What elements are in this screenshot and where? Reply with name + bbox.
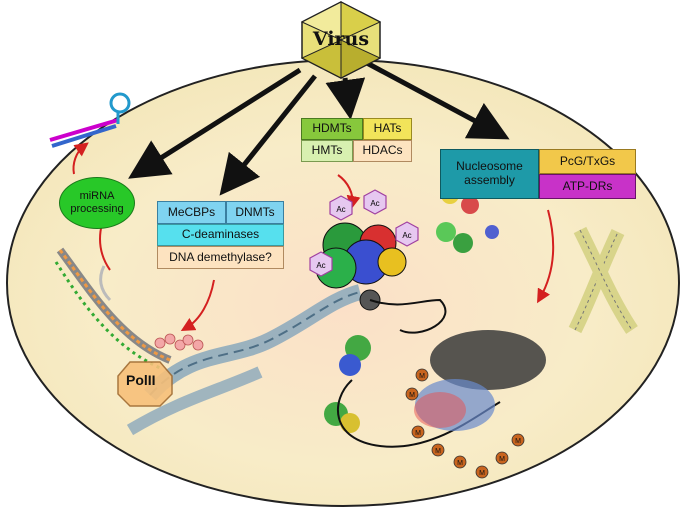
mecbps-box: MeCBPs <box>157 201 226 224</box>
mirna-hairpin-icon <box>49 92 131 148</box>
methyl-tag: M <box>405 387 419 401</box>
acetyl-tag: Ac <box>395 221 419 247</box>
hmts-box: HMTs <box>301 140 353 162</box>
polii-label: PolII <box>126 372 156 388</box>
svg-text:Ac: Ac <box>316 261 325 270</box>
methylation-marks <box>154 333 204 351</box>
methyl-tags: M M M M M M M M <box>405 368 525 479</box>
acetyl-tag: Ac <box>363 189 387 215</box>
atp-drs-box: ATP-DRs <box>539 174 636 199</box>
mirna-processing-node: miRNA processing <box>59 177 135 229</box>
methyl-tag: M <box>475 465 489 479</box>
svg-text:M: M <box>409 392 415 399</box>
dnmts-box: DNMTs <box>226 201 284 224</box>
svg-text:Ac: Ac <box>402 231 411 240</box>
virus-icon <box>300 1 382 79</box>
methyl-tag: M <box>431 443 445 457</box>
svg-text:Ac: Ac <box>370 199 379 208</box>
heterochromatin <box>414 330 546 431</box>
virus-label: Virus <box>312 28 370 50</box>
svg-text:M: M <box>479 470 485 477</box>
svg-text:M: M <box>419 373 425 380</box>
polii-shape <box>117 361 173 407</box>
svg-text:M: M <box>499 456 505 463</box>
chromosome-icon <box>568 226 638 334</box>
nucleosome-label-line2: assembly <box>464 173 515 187</box>
dna-helix <box>126 284 363 436</box>
acetyl-tags: Ac Ac Ac Ac <box>309 189 419 277</box>
virus-arrows <box>128 59 510 196</box>
svg-text:M: M <box>435 448 441 455</box>
acetyl-tag: Ac <box>309 251 333 277</box>
methyl-tag: M <box>495 451 509 465</box>
svg-text:Ac: Ac <box>336 205 345 214</box>
process-arrows <box>72 142 555 331</box>
dna-demethylase-box: DNA demethylase? <box>157 246 284 269</box>
svg-text:M: M <box>457 460 463 467</box>
methyl-tag: M <box>415 368 429 382</box>
hdmts-box: HDMTs <box>301 118 363 140</box>
pcg-txgs-box: PcG/TxGs <box>539 149 636 174</box>
methyl-tag: M <box>411 425 425 439</box>
mirna-label-line2: processing <box>70 203 124 215</box>
nucleosome-assembly-box: Nucleosome assembly <box>440 149 539 199</box>
methyl-tag: M <box>511 433 525 447</box>
hats-box: HATs <box>363 118 412 140</box>
methyl-tag: M <box>453 455 467 469</box>
svg-text:M: M <box>515 438 521 445</box>
cdeaminases-box: C-deaminases <box>157 224 284 246</box>
svg-text:M: M <box>415 430 421 437</box>
mirna-label-line1: miRNA <box>79 190 115 203</box>
rna-ladder <box>54 247 172 370</box>
hdacs-box: HDACs <box>353 140 412 162</box>
acetyl-tag: Ac <box>329 195 353 221</box>
nucleosome-label-line1: Nucleosome <box>456 159 523 174</box>
